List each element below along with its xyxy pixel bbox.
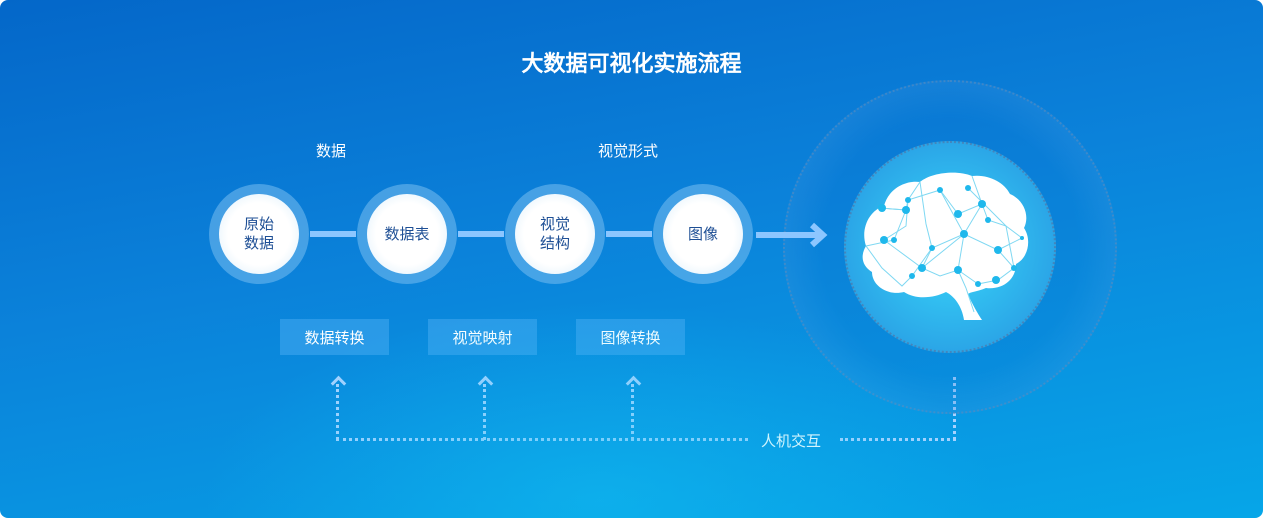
node-data-table: 数据表 bbox=[357, 184, 457, 284]
node-visual-structure: 视觉结构 bbox=[505, 184, 605, 284]
node-label: 图像 bbox=[687, 224, 718, 243]
outer-ring bbox=[783, 80, 1117, 414]
node-image: 图像 bbox=[653, 184, 753, 284]
step-data-transform: 数据转换 bbox=[280, 319, 389, 355]
dotted-line bbox=[631, 384, 634, 440]
dotted-line bbox=[336, 384, 339, 440]
connector-line bbox=[310, 231, 356, 237]
node-label: 原始数据 bbox=[243, 215, 274, 252]
dotted-line bbox=[840, 438, 956, 441]
node-label: 数据表 bbox=[384, 224, 430, 243]
arrow-right-icon bbox=[756, 222, 828, 248]
dotted-line bbox=[336, 438, 748, 441]
step-image-transform: 图像转换 bbox=[576, 319, 685, 355]
step-visual-mapping: 视觉映射 bbox=[428, 319, 537, 355]
human-computer-interaction-label: 人机交互 bbox=[761, 432, 822, 450]
connector-line bbox=[458, 231, 504, 237]
group-label-data: 数据 bbox=[316, 142, 347, 160]
node-label: 视觉结构 bbox=[539, 215, 570, 252]
diagram-title: 大数据可视化实施流程 bbox=[521, 52, 742, 77]
dotted-line bbox=[483, 384, 486, 440]
connector-line bbox=[606, 231, 652, 237]
node-raw-data: 原始数据 bbox=[209, 184, 309, 284]
group-label-visual-form: 视觉形式 bbox=[598, 142, 659, 160]
brain-icon bbox=[862, 172, 1029, 320]
